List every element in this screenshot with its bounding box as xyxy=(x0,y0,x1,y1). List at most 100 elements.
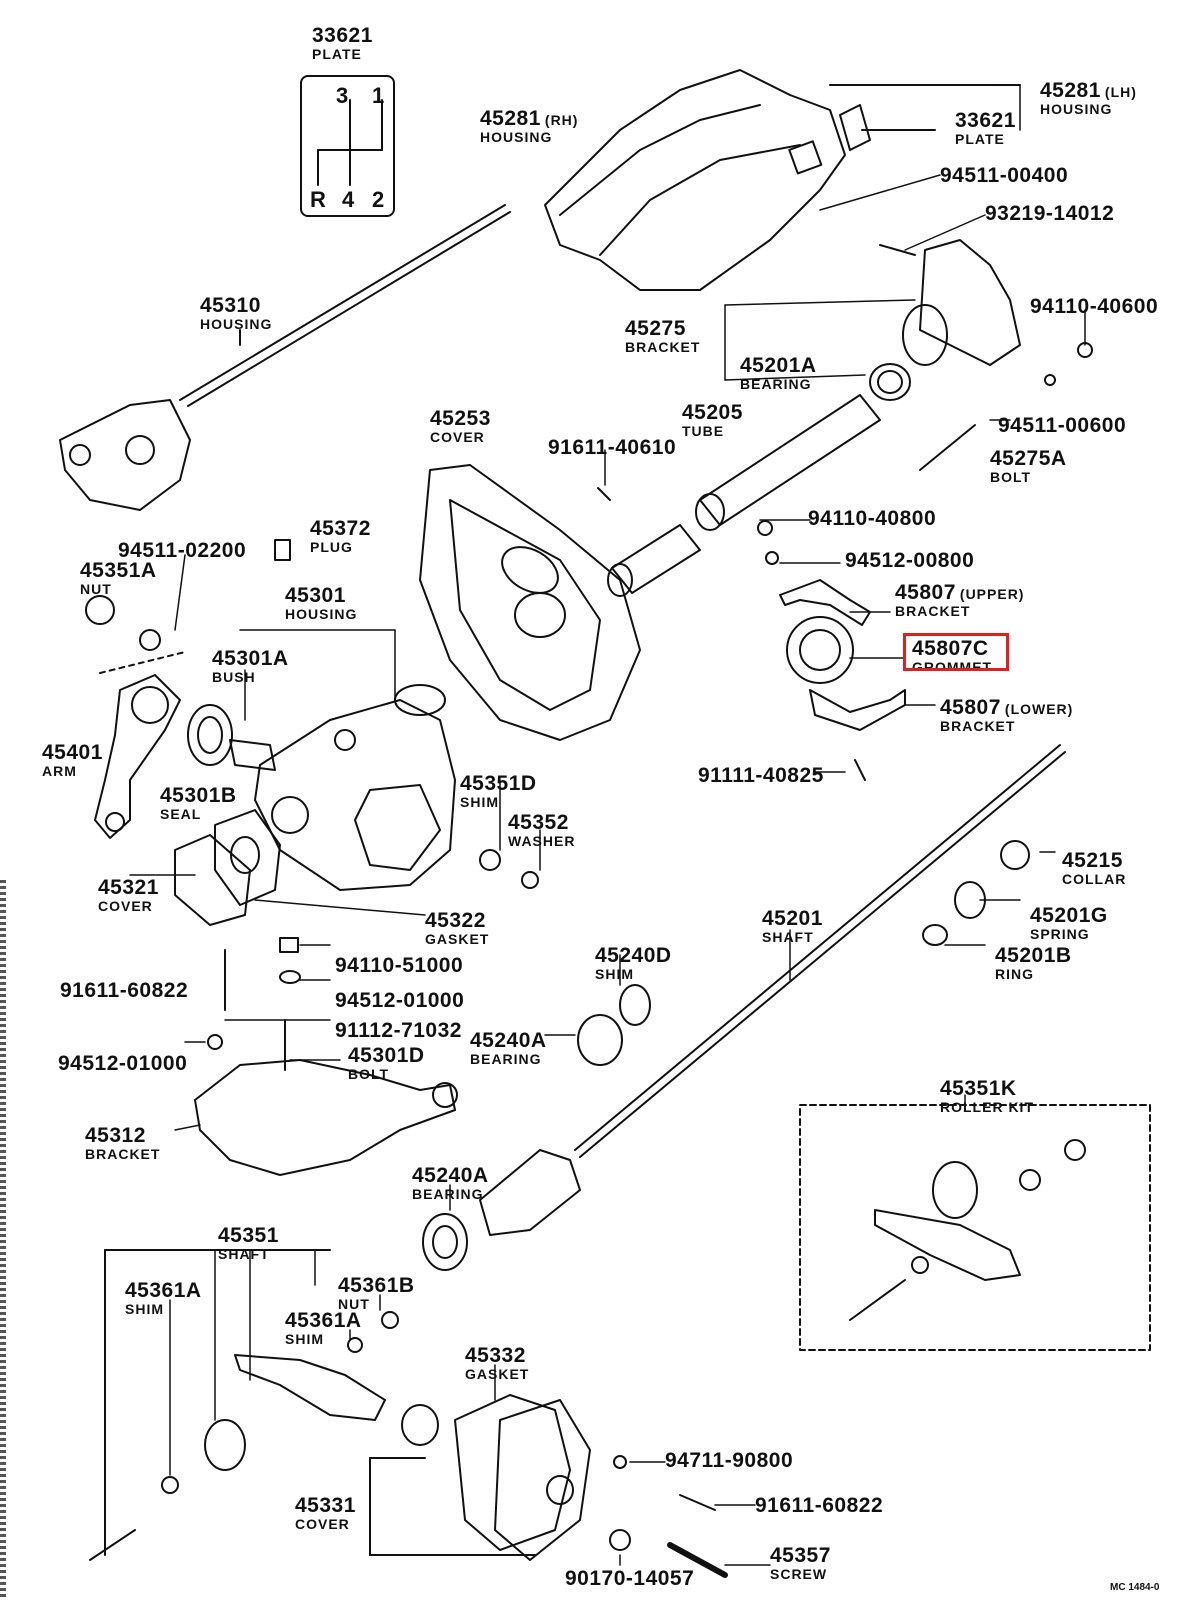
callout-94110-40600[interactable]: 94110-40600 xyxy=(1030,296,1158,317)
part-name: COVER xyxy=(295,1516,350,1532)
callout-91611-40610[interactable]: 91611-40610 xyxy=(548,437,676,458)
callout-45301d[interactable]: 45301D BOLT xyxy=(348,1045,425,1081)
callout-45321[interactable]: 45321 COVER xyxy=(98,877,159,913)
callout-45301b[interactable]: 45301B SEAL xyxy=(160,785,237,821)
callout-45201b[interactable]: 45201B RING xyxy=(995,945,1072,981)
part-name: BRACKET xyxy=(85,1146,161,1162)
callout-45253[interactable]: 45253 COVER xyxy=(430,408,491,444)
part-name: SHIM xyxy=(460,794,499,810)
part-number: 90170-14057 xyxy=(565,1567,695,1590)
part-number: 94512-00800 xyxy=(845,549,975,572)
callout-45240a-upper[interactable]: 45240A BEARING xyxy=(470,1030,547,1066)
callout-94110-40800[interactable]: 94110-40800 xyxy=(808,508,936,529)
part-name: PLUG xyxy=(310,539,353,555)
part-number: 45301B xyxy=(160,784,237,807)
part-number: 45351D xyxy=(460,772,537,795)
callout-93219-14012[interactable]: 93219-14012 xyxy=(985,203,1114,224)
part-name: BOLT xyxy=(348,1066,390,1082)
callout-45361a-b[interactable]: 45361A SHIM xyxy=(285,1310,362,1346)
part-number: 45807C xyxy=(912,637,989,660)
callout-45351a[interactable]: 45351A NUT xyxy=(80,560,157,596)
part-number: 45301 xyxy=(285,584,346,607)
part-number: 45361B xyxy=(338,1274,415,1297)
callout-45310[interactable]: 45310 HOUSING xyxy=(200,295,272,331)
callout-45215[interactable]: 45215 COLLAR xyxy=(1062,850,1126,886)
part-name: BRACKET xyxy=(895,603,971,619)
callout-94511-02200[interactable]: 94511-02200 xyxy=(118,540,246,561)
part-name: NUT xyxy=(80,581,112,597)
part-name: COVER xyxy=(430,429,485,445)
part-number: 45351A xyxy=(80,559,157,582)
column-bracket-shape xyxy=(869,239,1093,471)
callout-45332[interactable]: 45332 GASKET xyxy=(465,1345,529,1381)
callout-45301a[interactable]: 45301A BUSH xyxy=(212,648,289,684)
callout-94511-00400[interactable]: 94511-00400 xyxy=(940,165,1068,186)
callout-45312[interactable]: 45312 BRACKET xyxy=(85,1125,160,1161)
callout-45807c[interactable]: 45807C GROMMET xyxy=(912,638,992,668)
callout-45201g[interactable]: 45201G SPRING xyxy=(1030,905,1108,941)
callout-45357[interactable]: 45357 SCREW xyxy=(770,1545,831,1581)
callout-45351[interactable]: 45351 SHAFT xyxy=(218,1225,279,1261)
callout-94512-00800[interactable]: 94512-00800 xyxy=(845,550,974,571)
grommet-bracket-shape xyxy=(765,551,906,781)
leader-lines xyxy=(129,84,1086,1566)
callout-91112-71032[interactable]: 91112-71032 xyxy=(335,1020,462,1041)
callout-45331[interactable]: 45331 COVER xyxy=(295,1495,356,1531)
callout-45361b[interactable]: 45361B NUT xyxy=(338,1275,415,1311)
part-number: 45351 xyxy=(218,1224,279,1247)
part-name: SPRING xyxy=(1030,926,1090,942)
part-number: 45807(UPPER) xyxy=(895,581,1025,604)
part-number: 45201G xyxy=(1030,904,1108,927)
part-name: PLATE xyxy=(312,46,362,62)
callout-45807-lower[interactable]: 45807(LOWER) BRACKET xyxy=(940,697,1073,733)
callout-45281-lh[interactable]: 45281(LH) HOUSING xyxy=(1040,80,1137,116)
pitman-arm-shape xyxy=(85,595,186,839)
callout-94511-00600[interactable]: 94511-00600 xyxy=(998,415,1126,436)
part-number: 94511-00400 xyxy=(940,164,1069,187)
callout-45240a-lower[interactable]: 45240A BEARING xyxy=(412,1165,489,1201)
side-cover-shape xyxy=(174,809,539,926)
part-number: 45281(LH) xyxy=(1040,79,1137,102)
callout-90170-14057[interactable]: 90170-14057 xyxy=(565,1568,694,1589)
callout-91611-60822-left[interactable]: 91611-60822 xyxy=(60,980,188,1001)
callout-45201a[interactable]: 45201A BEARING xyxy=(740,355,817,391)
callout-45401[interactable]: 45401 ARM xyxy=(42,742,103,778)
shift-gate-plate: 3 1 R 4 2 xyxy=(300,75,395,217)
callout-33621-right[interactable]: 33621 PLATE xyxy=(955,110,1016,146)
callout-45201[interactable]: 45201 SHAFT xyxy=(762,908,823,944)
part-number: 45332 xyxy=(465,1344,526,1367)
callout-94512-01000-a[interactable]: 94512-01000 xyxy=(335,990,464,1011)
part-number: 45281(RH) xyxy=(480,107,579,130)
callout-33621-top[interactable]: 33621 PLATE xyxy=(312,25,373,61)
callout-45322[interactable]: 45322 GASKET xyxy=(425,910,489,946)
callout-94711-90800[interactable]: 94711-90800 xyxy=(665,1450,793,1471)
callout-45351k[interactable]: 45351K ROLLER KIT xyxy=(940,1078,1034,1114)
part-number: 45275 xyxy=(625,317,686,340)
callout-91111-40825[interactable]: 91111-40825 xyxy=(698,765,824,786)
callout-45275a[interactable]: 45275A BOLT xyxy=(990,448,1067,484)
callout-91611-60822-right[interactable]: 91611-60822 xyxy=(755,1495,883,1516)
part-number: 91111-40825 xyxy=(698,764,824,787)
part-name: HOUSING xyxy=(285,606,358,622)
callout-45361a-a[interactable]: 45361A SHIM xyxy=(125,1280,202,1316)
column-housing-shape xyxy=(544,69,1021,291)
callout-45372[interactable]: 45372 PLUG xyxy=(310,518,371,554)
callout-45301[interactable]: 45301 HOUSING xyxy=(285,585,357,621)
callout-45352[interactable]: 45352 WASHER xyxy=(508,812,575,848)
part-number: 33621 xyxy=(955,109,1016,132)
part-name: BEARING xyxy=(412,1186,484,1202)
callout-45275[interactable]: 45275 BRACKET xyxy=(625,318,700,354)
figure-code: MC 1484-0 xyxy=(1110,1582,1160,1593)
callout-45807-upper[interactable]: 45807(UPPER) BRACKET xyxy=(895,582,1024,618)
callout-45205[interactable]: 45205 TUBE xyxy=(682,402,743,438)
callout-45281-rh[interactable]: 45281(RH) HOUSING xyxy=(480,108,578,144)
part-name: SHIM xyxy=(595,966,634,982)
callout-45351d[interactable]: 45351D SHIM xyxy=(460,773,537,809)
callout-94512-01000-b[interactable]: 94512-01000 xyxy=(58,1053,187,1074)
callout-45240d[interactable]: 45240D SHIM xyxy=(595,945,672,981)
part-name: PLATE xyxy=(955,131,1005,147)
part-name: BEARING xyxy=(470,1051,542,1067)
part-name: ARM xyxy=(42,763,77,779)
callout-94110-51000[interactable]: 94110-51000 xyxy=(335,955,463,976)
part-number: 94110-51000 xyxy=(335,954,464,977)
